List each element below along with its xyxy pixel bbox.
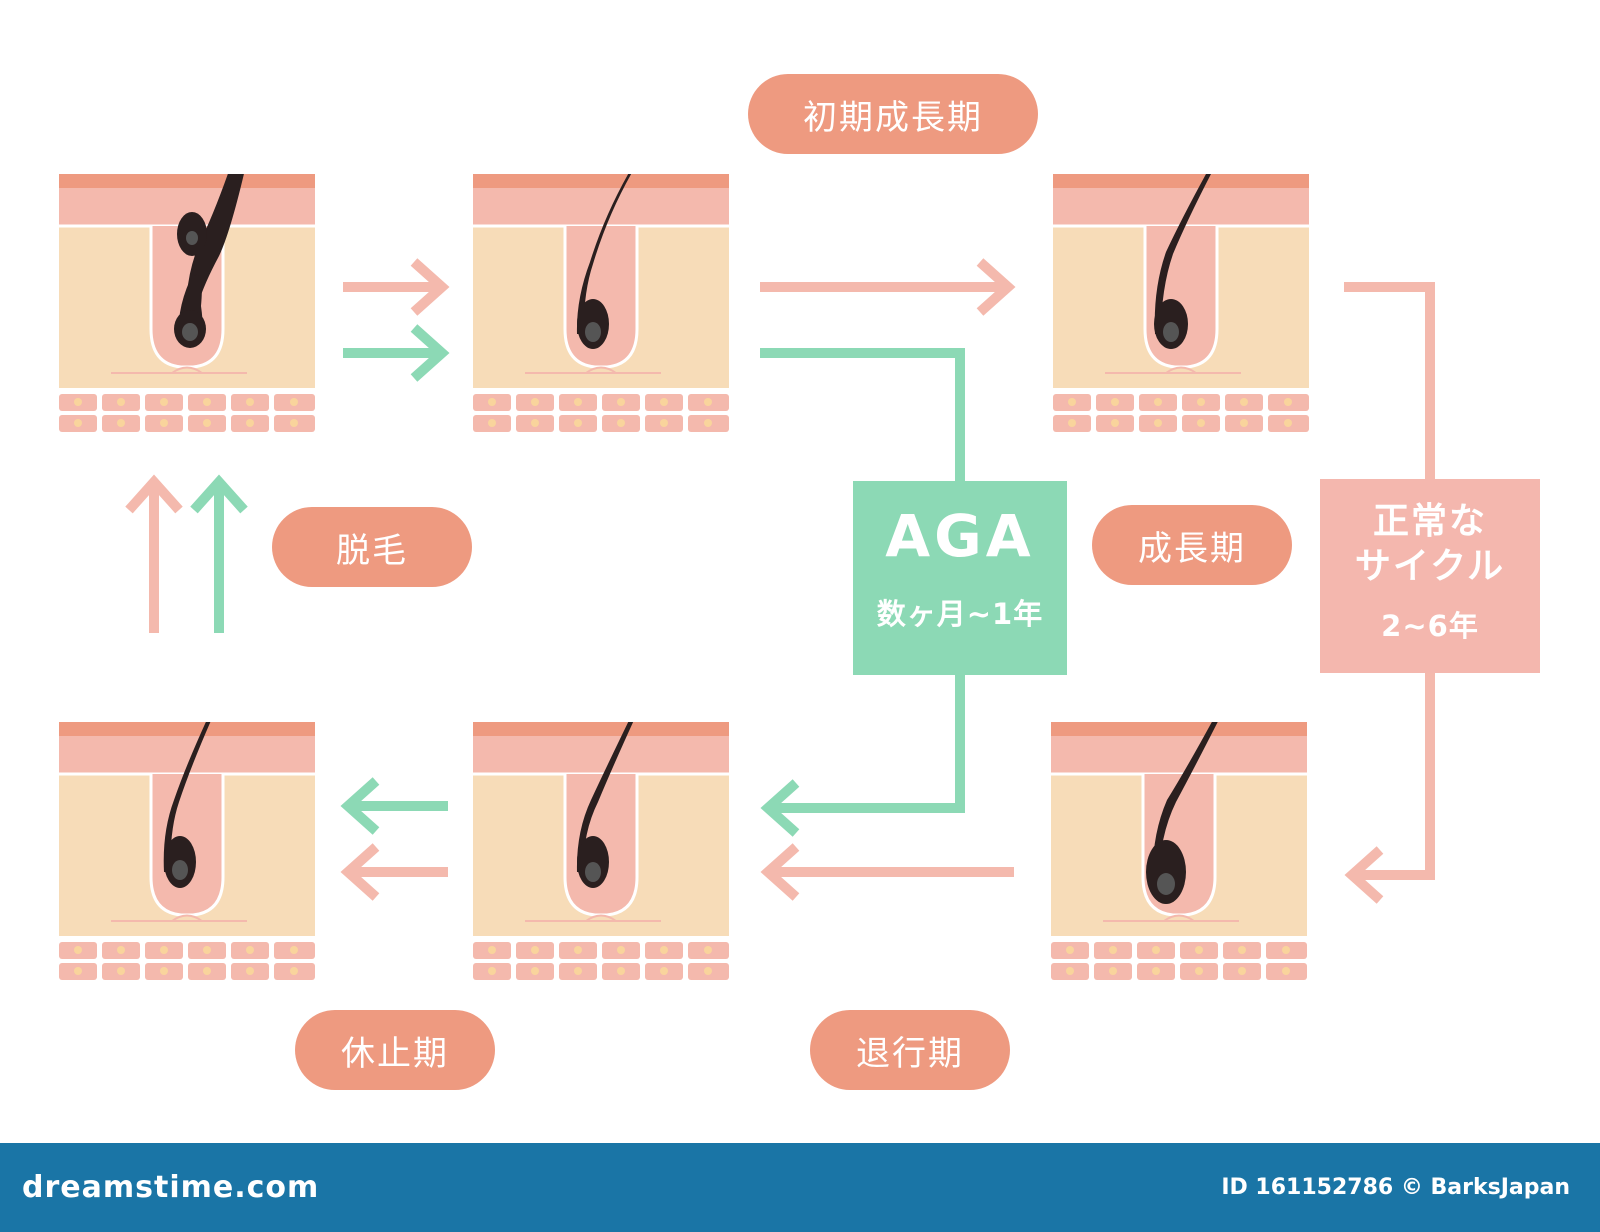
arrow-pink-right-2	[760, 258, 1016, 316]
stage-label-shedding: 脱毛	[272, 507, 472, 587]
panel-shedding	[57, 172, 317, 434]
footer-credit: ID 161152786 © BarksJapan	[1221, 1175, 1570, 1200]
aga-cycle-box: AGA 数ヶ月~1年	[853, 481, 1067, 675]
normal-cycle-connector	[1344, 282, 1435, 904]
stage-label-growth: 成長期	[1092, 505, 1292, 585]
stage-label-rest: 休止期	[295, 1010, 495, 1090]
panel-regression	[471, 720, 731, 982]
panel-growth-bottom	[1049, 720, 1309, 982]
footer-bar: dreamstime.com ID 161152786 © BarksJapan	[0, 1143, 1600, 1232]
arrow-pink-left-2	[760, 843, 1014, 901]
hair-cycle-diagram	[57, 172, 1435, 982]
normal-cycle-duration: 2~6年	[1381, 609, 1479, 643]
panel-growth-top	[1051, 172, 1311, 434]
panel-rest	[57, 720, 317, 982]
stage-label-initial-growth: 初期成長期	[748, 74, 1038, 154]
normal-cycle-box: 正常な サイクル 2~6年	[1320, 479, 1540, 673]
aga-duration: 数ヶ月~1年	[876, 596, 1044, 631]
normal-cycle-line2: サイクル	[1354, 546, 1506, 587]
arrow-pink-left-1	[340, 843, 448, 901]
arrow-green-right-1	[343, 324, 450, 382]
aga-cycle-connector	[760, 348, 965, 837]
arrow-green-up	[190, 474, 248, 633]
hair-strand-old	[187, 174, 244, 304]
stage-label-regression: 退行期	[810, 1010, 1010, 1090]
arrow-pink-right-1	[343, 258, 450, 316]
aga-title: AGA	[885, 502, 1035, 570]
panel-early-growth	[471, 172, 731, 434]
arrow-pink-up	[125, 474, 183, 633]
arrow-green-left-1	[340, 777, 448, 835]
normal-cycle-line1: 正常な	[1372, 501, 1487, 542]
footer-brand: dreamstime.com	[22, 1170, 320, 1205]
